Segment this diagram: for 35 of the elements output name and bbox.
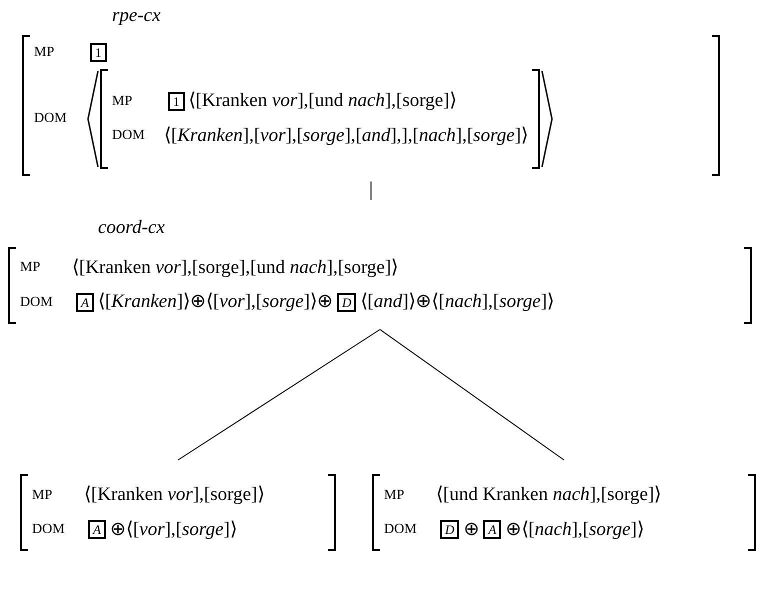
feature-label: MP: [384, 486, 406, 505]
attribute-value-matrix: [20, 474, 336, 551]
feature-value: ⊕⟨[nach],[sorge]⟩: [505, 518, 644, 542]
feature-label: MP: [32, 486, 54, 505]
attribute-value-matrix: [100, 68, 540, 168]
tag-box: A: [88, 520, 106, 540]
tag-box: A: [483, 520, 502, 540]
feature-label: MP: [112, 92, 134, 111]
tag-box: D: [440, 520, 460, 540]
tree-branch: [370, 181, 372, 200]
tag-box: A: [76, 292, 94, 312]
feature-value: ⟨[Kranken vor],[sorge],[und nach],[sorge]⟩: [72, 256, 398, 280]
tag-box: D: [336, 292, 356, 312]
feature-value: ⟨[Kranken]⟩⊕⟨[vor],[sorge]⟩⊕: [98, 290, 333, 314]
feature-value: ⟨[Kranken],[vor],[sorge],[and],],[nach],[sorge]⟩: [164, 124, 528, 148]
feature-label: MP: [20, 259, 42, 278]
feature-value: ⟨[und Kranken nach],[sorge]⟩: [436, 483, 662, 507]
attribute-value-matrix: [372, 474, 756, 551]
feature-value: ⟨[and]⟩⊕⟨[nach],[sorge]⟩: [360, 290, 554, 314]
feature-label: MP: [34, 44, 56, 62]
feature-value: ⟨[Kranken vor],[und nach],[sorge]⟩: [188, 89, 456, 113]
tree-branch: [178, 329, 380, 460]
tag-box: 1: [168, 92, 184, 111]
type-label: coord-cx: [98, 216, 165, 240]
tag-box: 1: [90, 42, 106, 62]
feature-value: ⟨[Kranken vor],[sorge]⟩: [84, 483, 264, 507]
tree-branch: [380, 329, 564, 460]
feature-label: DOM: [20, 294, 54, 312]
feature-label: DOM: [384, 521, 418, 540]
feature-label: DOM: [112, 127, 146, 146]
feature-label: DOM: [34, 110, 68, 128]
feature-value: ⊕: [463, 518, 480, 542]
feature-label: DOM: [32, 521, 66, 540]
type-label: rpe-cx: [112, 4, 161, 28]
feature-value: ⊕⟨[vor],[sorge]⟩: [110, 518, 237, 542]
